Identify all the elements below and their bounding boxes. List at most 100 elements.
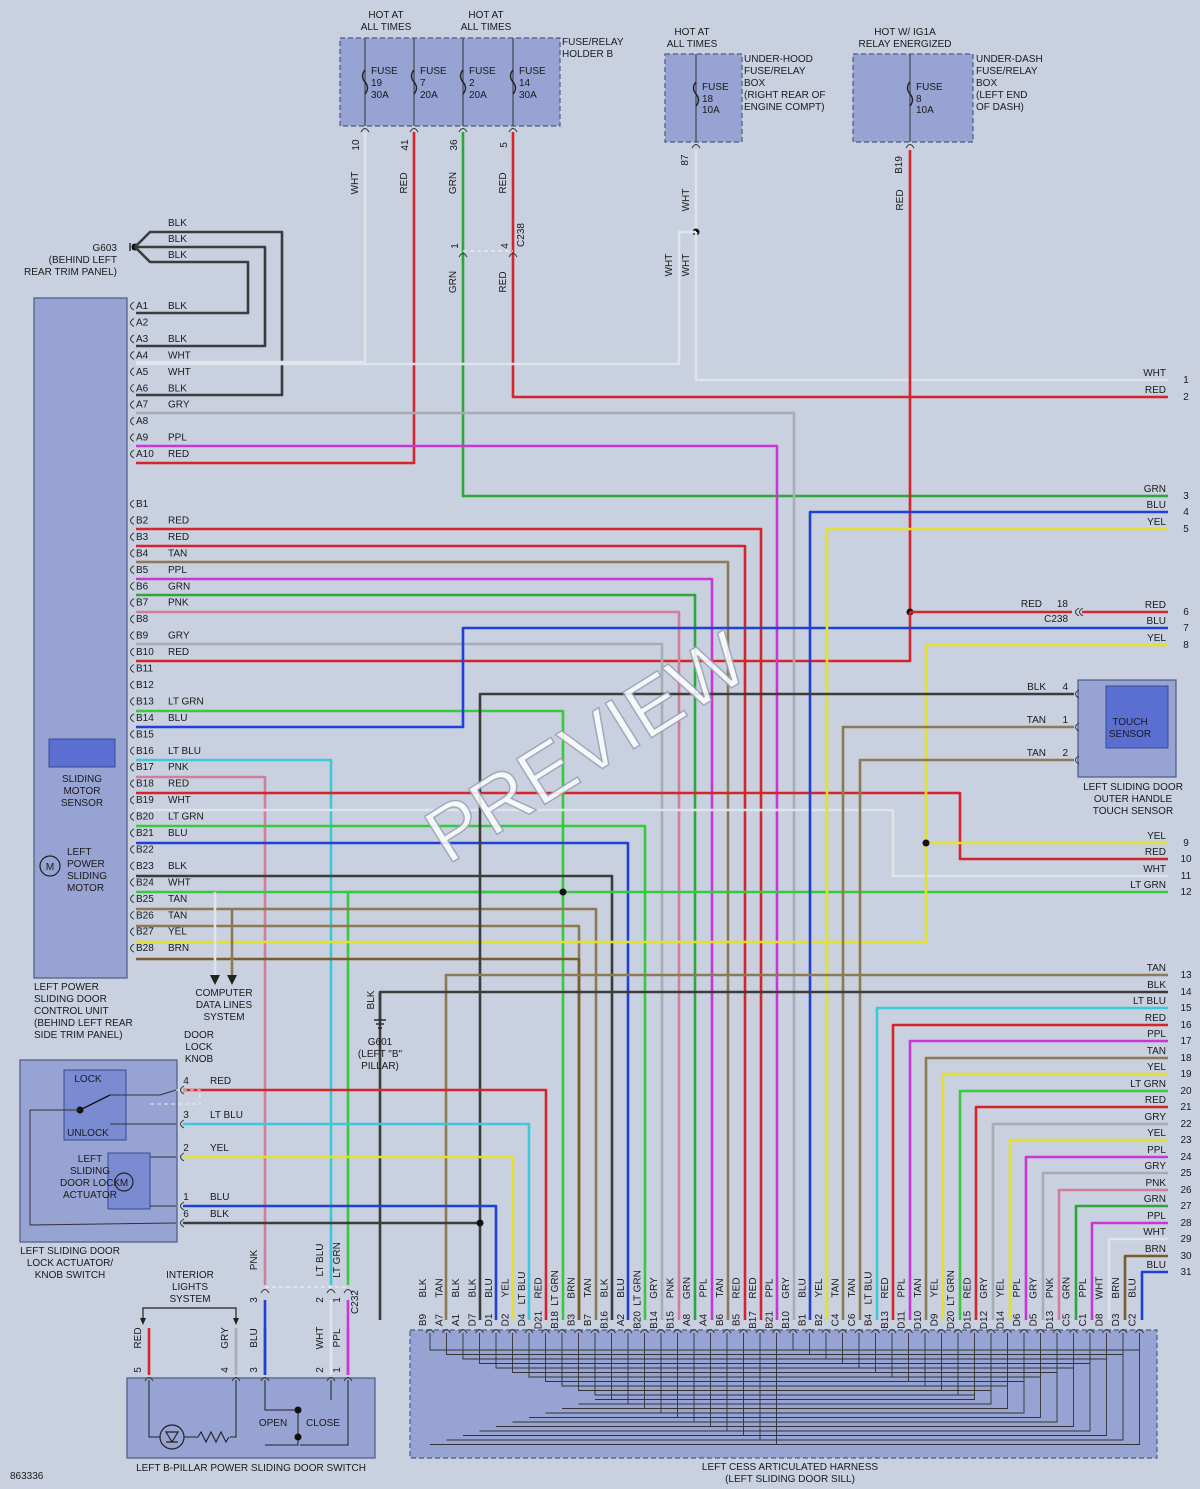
harness-pin bbox=[557, 1329, 567, 1334]
control-unit-pin-b bbox=[130, 647, 135, 657]
left-power-sliding-motor-label: POWER bbox=[67, 859, 105, 870]
wire-color-label: RED bbox=[498, 172, 509, 193]
under-dash-fuse-box-label: (LEFT END bbox=[976, 90, 1028, 101]
wire-color-label: LT BLU bbox=[1133, 996, 1166, 1007]
harness-pin bbox=[755, 1329, 765, 1334]
pin-number: B2 bbox=[136, 515, 149, 526]
harness-pin bbox=[491, 1329, 501, 1334]
pin-number: B28 bbox=[136, 943, 154, 954]
pin-number: A1 bbox=[136, 301, 149, 312]
wire-color-label: LT GRN bbox=[1130, 1079, 1166, 1090]
wire-color-label: TAN bbox=[435, 1278, 446, 1297]
wire-ppl-a9 bbox=[136, 444, 779, 1320]
wire-blu-b21 bbox=[136, 841, 630, 1320]
pin-number: B15 bbox=[666, 1311, 677, 1329]
pin-number: B13 bbox=[136, 696, 154, 707]
wire-color-label: PPL bbox=[1147, 1145, 1166, 1156]
wire-color-label: RED bbox=[168, 532, 189, 543]
control-unit-pin-b bbox=[130, 828, 135, 838]
pin-number: A6 bbox=[136, 383, 149, 394]
wire-color-label: RED bbox=[732, 1277, 743, 1298]
pin-number: D4 bbox=[517, 1313, 528, 1326]
pin-number: A2 bbox=[616, 1313, 627, 1326]
wire-color-label: PPL bbox=[168, 565, 187, 576]
wire-color-label: YEL bbox=[1147, 1062, 1166, 1073]
control-unit-pin-a bbox=[130, 400, 135, 410]
control-unit-label: LEFT POWER bbox=[34, 982, 99, 993]
connector-terminal bbox=[1075, 607, 1080, 617]
harness-pin bbox=[425, 1329, 435, 1334]
harness-pin bbox=[689, 1329, 699, 1334]
wire-color-label: RED bbox=[168, 779, 189, 790]
touch-sensor-pin bbox=[1075, 722, 1080, 732]
connector-c238-label: C238 bbox=[1044, 614, 1068, 625]
wire-color-label: WHT bbox=[168, 877, 191, 888]
harness-pass-through bbox=[495, 1333, 1074, 1369]
pin-number: B14 bbox=[649, 1311, 660, 1329]
terminal-number: 21 bbox=[1180, 1102, 1192, 1113]
pin-number: B12 bbox=[136, 680, 154, 691]
wire-color-label: WHT bbox=[681, 189, 692, 212]
terminal-number: 27 bbox=[1180, 1201, 1192, 1212]
under-dash-fuse-box-label: FUSE/RELAY bbox=[976, 66, 1038, 77]
pin-number: B5 bbox=[136, 565, 149, 576]
fuse-label: FUSE bbox=[420, 66, 447, 77]
pin-number: B19 bbox=[136, 795, 154, 806]
harness-pass-through bbox=[644, 1333, 926, 1387]
cess-harness-label: LEFT CESS ARTICULATED HARNESS bbox=[702, 1462, 878, 1473]
control-unit-pin-b bbox=[130, 631, 135, 641]
pin-number: D13 bbox=[1045, 1310, 1056, 1329]
control-unit-pin-b bbox=[130, 812, 135, 821]
wire-color-label: PNK bbox=[168, 598, 189, 609]
wire-color-label: TAN bbox=[168, 894, 187, 905]
wire-color-label: BLK bbox=[1147, 980, 1166, 991]
ground-g603-description: (BEHIND LEFT bbox=[49, 255, 117, 266]
wire-ltgrn-c232 bbox=[346, 890, 563, 1285]
wire-color-label: TAN bbox=[1147, 963, 1166, 974]
computer-data-lines-label: DATA LINES bbox=[196, 1000, 253, 1011]
pin-number: B5 bbox=[732, 1313, 743, 1326]
pin-number: B4 bbox=[136, 548, 149, 559]
fuse-amperage: 20A bbox=[469, 90, 487, 101]
pin-number: 3 bbox=[249, 1297, 260, 1303]
pin-number: D5 bbox=[1029, 1313, 1040, 1326]
harness-pin bbox=[788, 1329, 798, 1334]
wire-color-label: BLU bbox=[798, 1278, 809, 1297]
left-power-sliding-motor-label: MOTOR bbox=[67, 883, 104, 894]
pin-number: 87 bbox=[680, 154, 691, 166]
pin-number: B17 bbox=[136, 762, 154, 773]
pin-number: B25 bbox=[136, 894, 154, 905]
pin-number: 4 bbox=[1062, 682, 1068, 693]
ground-g603-description: REAR TRIM PANEL) bbox=[24, 267, 117, 278]
harness-pin bbox=[1052, 1329, 1062, 1334]
fuse-number: 19 bbox=[371, 78, 383, 89]
bpillar-switch-label: LEFT B-PILLAR POWER SLIDING DOOR SWITCH bbox=[136, 1463, 366, 1474]
c232-terminal bbox=[343, 1289, 353, 1294]
under-dash-fuse-box-label: OF DASH) bbox=[976, 102, 1024, 113]
wire-brn-b28 bbox=[136, 957, 581, 1320]
pin-number: 1 bbox=[183, 1192, 189, 1203]
bpillar-pin bbox=[231, 1377, 241, 1382]
harness-pass-through bbox=[479, 1333, 1090, 1364]
pin-number: 41 bbox=[400, 139, 411, 151]
motor-symbol-label: M bbox=[120, 1178, 128, 1189]
terminal-number: 11 bbox=[1181, 871, 1192, 882]
sliding-motor-sensor bbox=[48, 738, 116, 768]
wire-color-label: WHT bbox=[1143, 368, 1166, 379]
harness-pin bbox=[953, 1329, 963, 1334]
wire-harness bbox=[941, 1072, 1168, 1320]
pin-number: B20 bbox=[136, 812, 154, 823]
led-icon bbox=[164, 1431, 180, 1444]
fuse-output-terminal bbox=[360, 128, 370, 133]
sliding-motor-sensor-label: SENSOR bbox=[61, 798, 103, 809]
pin-number: B17 bbox=[748, 1311, 759, 1329]
internal-circuit bbox=[29, 1089, 177, 1226]
c232-terminal bbox=[260, 1289, 270, 1294]
wire-blu-b14 bbox=[136, 626, 1168, 729]
harness-pin bbox=[904, 1329, 913, 1334]
terminal-number: 4 bbox=[1183, 507, 1189, 518]
wire-color-label: GRY bbox=[220, 1327, 231, 1349]
arrow-icon bbox=[233, 1318, 239, 1325]
pin-number: A7 bbox=[435, 1313, 446, 1326]
